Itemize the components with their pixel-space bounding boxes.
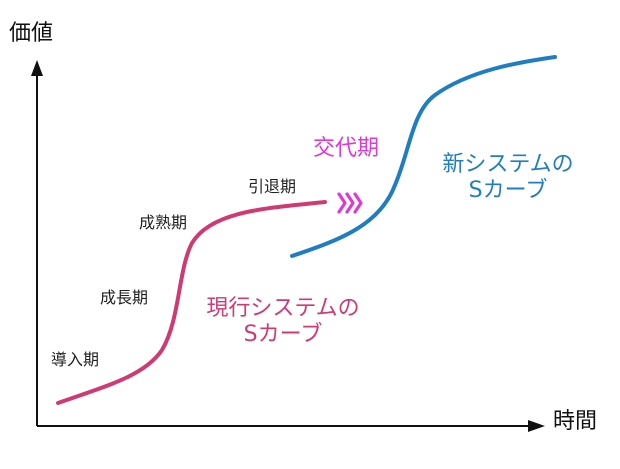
transition-chevrons-icon	[337, 192, 363, 214]
current-system-curve	[56, 200, 327, 405]
x-axis-label: 時間	[553, 409, 598, 434]
current-curve-title: 現行システムの Sカーブ	[193, 296, 373, 349]
stage-label-introduction: 導入期	[51, 350, 100, 369]
y-axis-arrowhead	[31, 60, 43, 76]
current-curve-title-line2: Sカーブ	[243, 322, 323, 348]
x-axis-arrowhead	[528, 420, 545, 432]
current-curve-title-line1: 現行システムの	[206, 296, 360, 321]
new-curve-title-line2: Sカーブ	[468, 178, 548, 204]
y-axis-label: 価値	[9, 21, 54, 46]
new-system-curve	[290, 55, 557, 258]
new-curve-title-line1: 新システムの	[442, 152, 574, 177]
stage-label-growth: 成長期	[100, 288, 149, 307]
new-curve-title: 新システムの Sカーブ	[428, 152, 588, 205]
stage-label-retirement: 引退期	[248, 177, 297, 196]
transition-period-label: 交代期	[313, 136, 380, 161]
stage-label-maturity: 成熟期	[139, 213, 188, 232]
